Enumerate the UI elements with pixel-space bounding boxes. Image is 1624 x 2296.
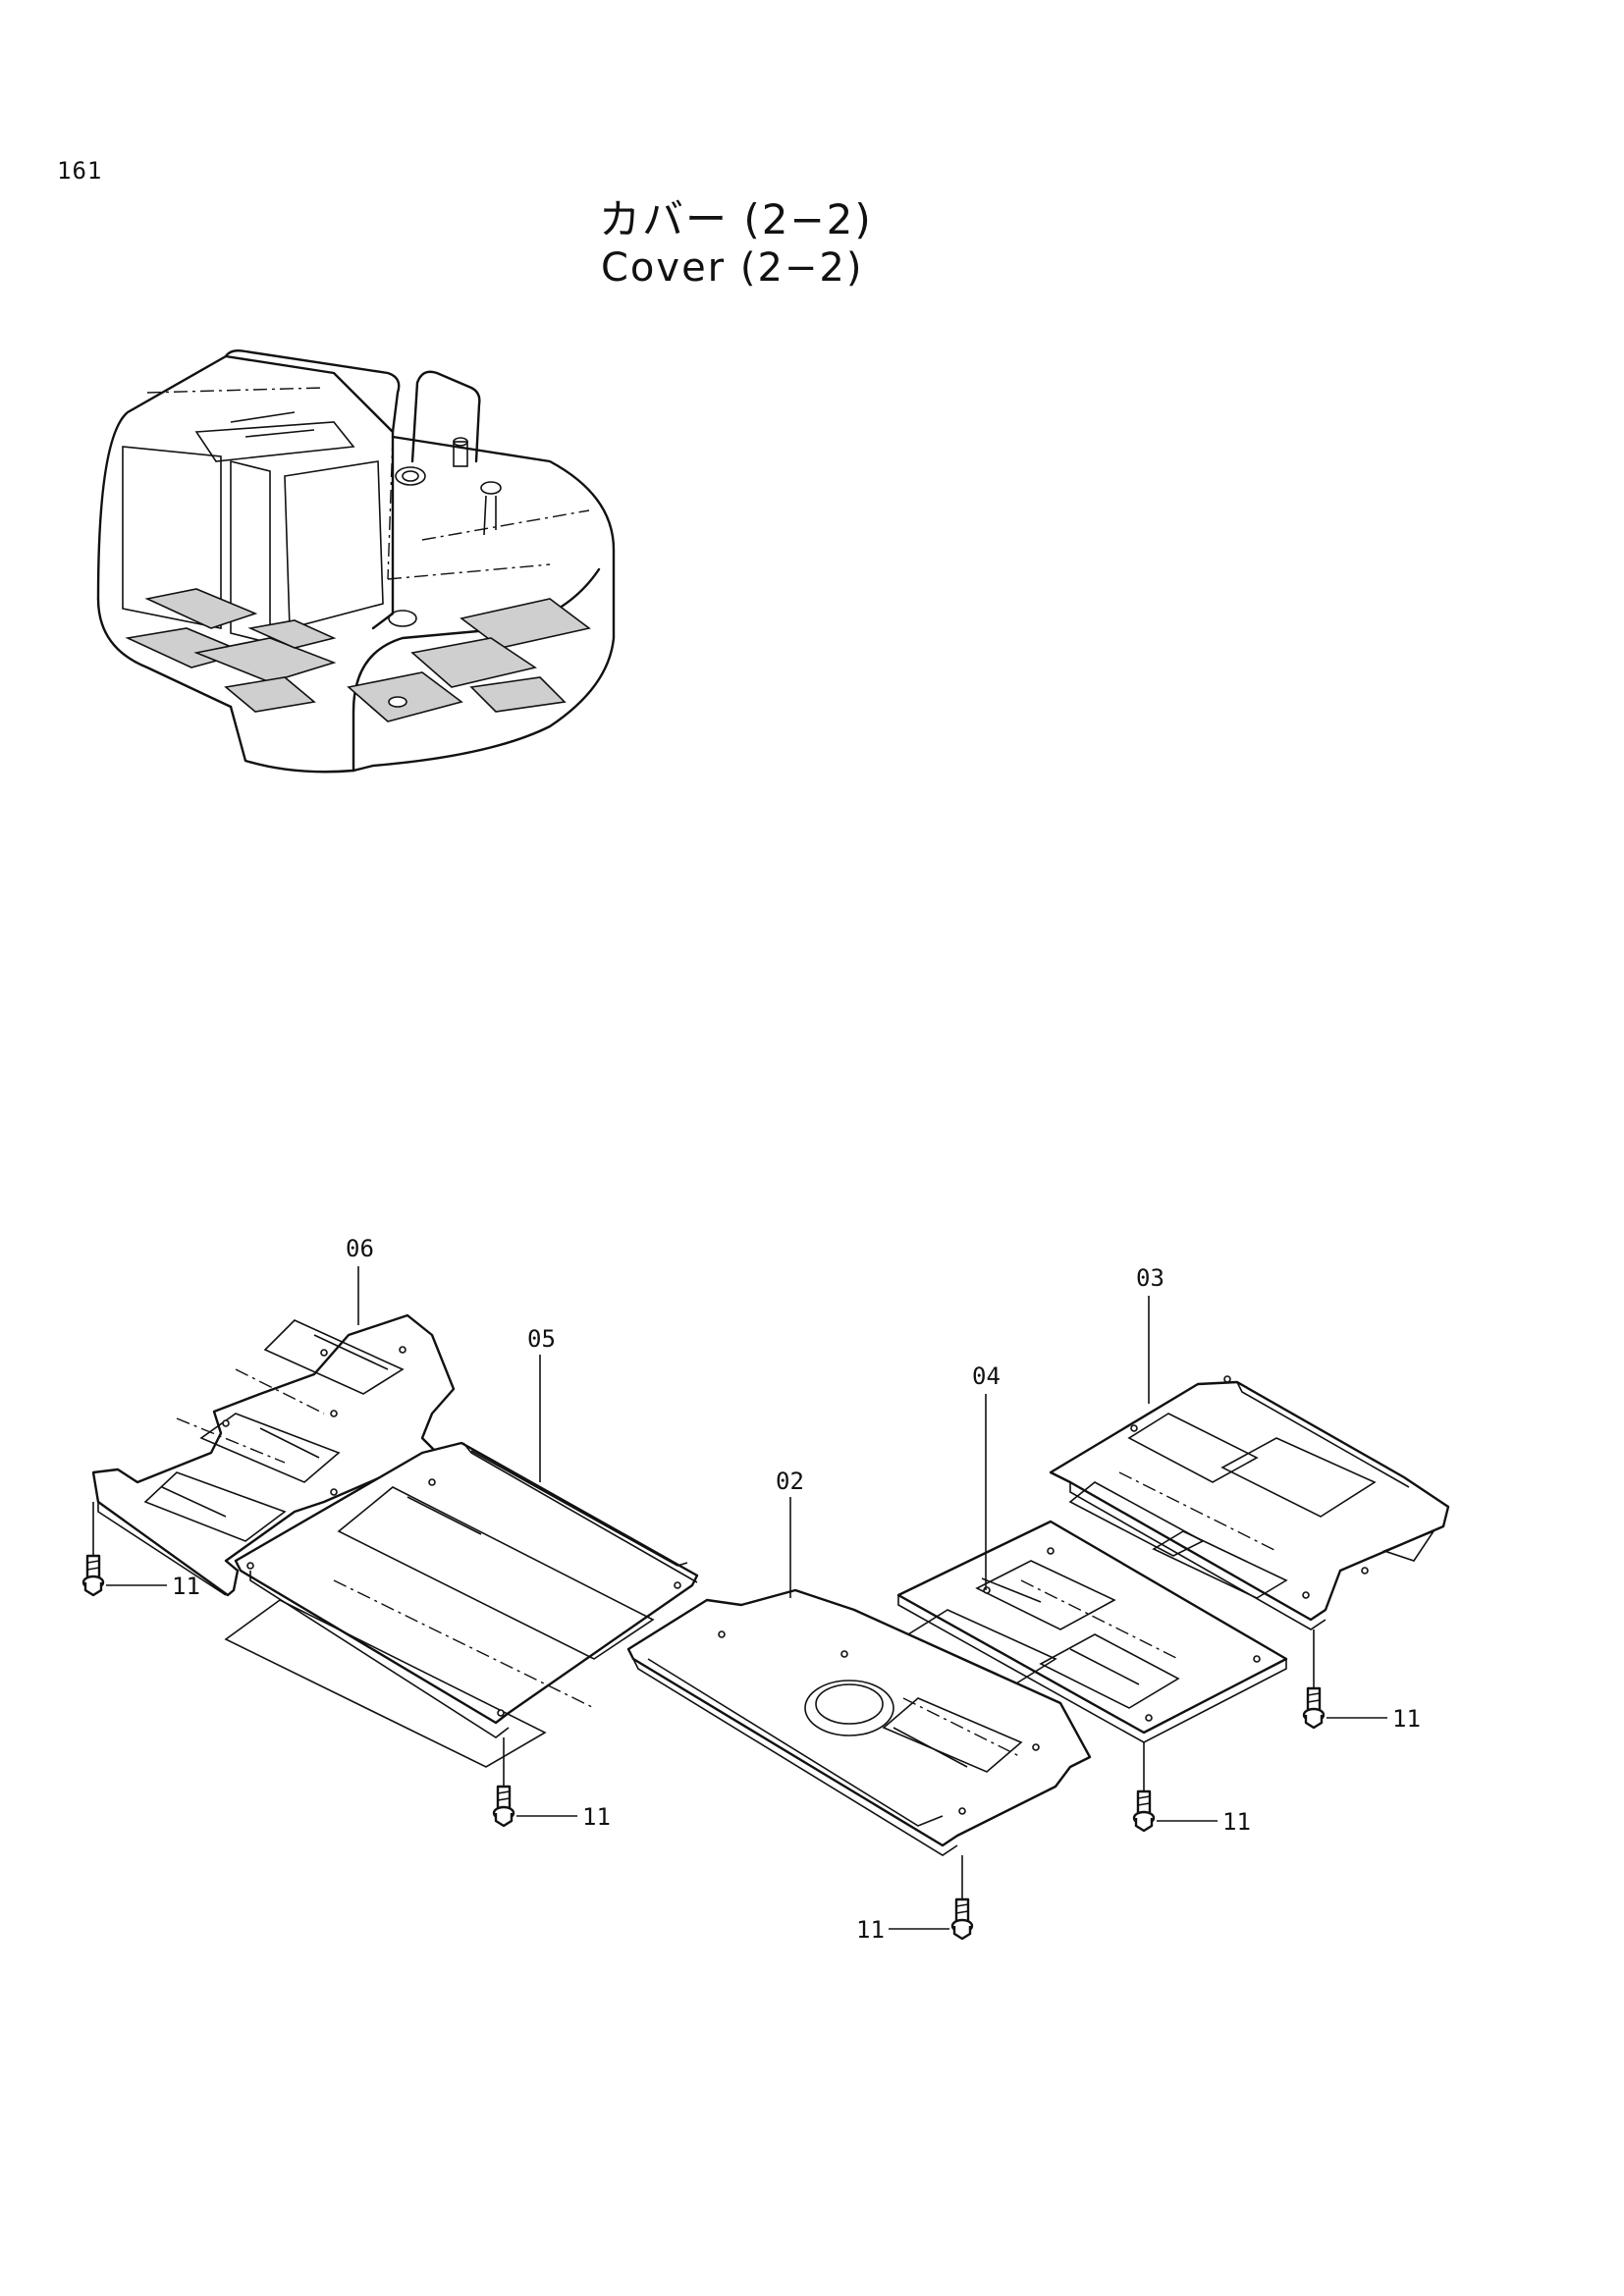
callout-05: 05 — [527, 1325, 556, 1353]
callout-11-d: 11 — [1222, 1808, 1251, 1836]
bolt-11-b — [492, 1737, 577, 1828]
callout-11-c: 11 — [856, 1916, 885, 1944]
title-english: Cover (2−2) — [601, 245, 864, 291]
bolt-11-d — [1132, 1742, 1218, 1833]
callout-02: 02 — [776, 1468, 804, 1495]
overview-illustration — [96, 348, 616, 774]
bolt-11-e — [1302, 1629, 1387, 1730]
part-04-plate — [896, 1520, 1288, 1743]
callout-04: 04 — [972, 1362, 1001, 1390]
title-japanese: カバー (2−2) — [599, 195, 873, 243]
callout-03: 03 — [1136, 1264, 1164, 1292]
part-02-plate — [626, 1588, 1092, 1856]
callout-11-b: 11 — [582, 1803, 611, 1831]
part-05-plate — [224, 1441, 699, 1768]
callout-11-e: 11 — [1392, 1705, 1421, 1733]
callout-11-a: 11 — [172, 1573, 200, 1600]
page-number: 161 — [57, 157, 103, 185]
part-06-plate — [91, 1313, 456, 1597]
callout-06: 06 — [346, 1235, 374, 1262]
bolt-11-a — [81, 1502, 167, 1597]
part-03-plate — [1049, 1375, 1450, 1630]
bolt-11-c — [889, 1855, 974, 1941]
